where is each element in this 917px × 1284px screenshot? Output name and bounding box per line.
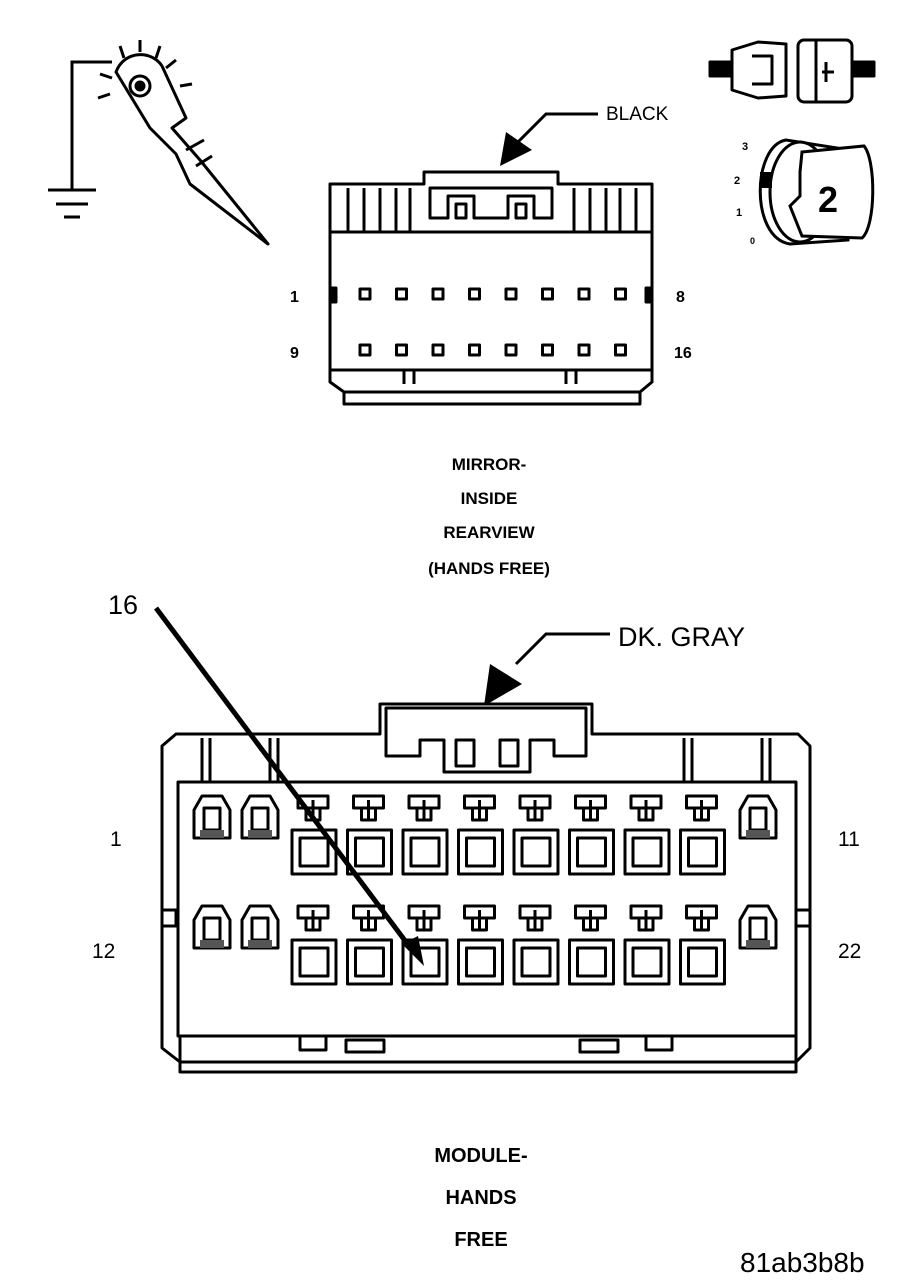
module-pin-terminal (568, 904, 615, 986)
module-title-line-3: FREE (454, 1229, 507, 1251)
module-pin-clip (192, 904, 232, 950)
ground-icon (48, 60, 112, 219)
mirror-pin-label-last-top: 8 (676, 289, 685, 306)
module-connector-color-callout: DK. GRAY (484, 622, 745, 706)
module-pin-callout: 16 (108, 590, 424, 966)
mirror-connector-pin-row-bottom (358, 343, 627, 357)
mirror-connector-title: MIRROR- INSIDE REARVIEW (HANDS FREE) (428, 455, 550, 578)
mirror-pin-cavity (541, 343, 554, 357)
ignition-position-1: 1 (736, 207, 742, 219)
mirror-connector-color-callout: BLACK (500, 104, 669, 166)
mirror-pin-cavity (504, 343, 518, 357)
mirror-pin-cavity (395, 287, 408, 301)
mirror-pin-label-first-top: 1 (290, 289, 299, 306)
figure-id: 81ab3b8b (740, 1247, 865, 1278)
module-pin-label-first-bottom: 12 (92, 940, 115, 963)
module-pin-clip (240, 904, 280, 950)
mirror-connector-color-label: BLACK (606, 104, 669, 125)
module-pin-terminal (512, 904, 560, 986)
mirror-pin-cavity (431, 343, 445, 357)
mirror-pin-cavity (468, 287, 481, 301)
mirror-connector (328, 170, 654, 406)
module-pin-terminal (401, 794, 449, 876)
module-pin-label-last-top: 11 (838, 828, 860, 851)
mirror-pin-cavity (395, 343, 408, 357)
mirror-pin-cavity (468, 343, 481, 357)
ignition-selected-position: 2 (818, 179, 838, 220)
module-pin-terminal (623, 794, 671, 876)
module-pin-clip (738, 904, 778, 950)
module-pin-terminal (346, 794, 393, 876)
mirror-pin-cavity (577, 287, 591, 301)
module-pin-clip (738, 794, 778, 840)
module-pin-terminal (457, 904, 504, 986)
mirror-pin-cavity (577, 343, 591, 357)
module-pin-terminal (568, 794, 615, 876)
mirror-pin-cavity (358, 287, 372, 301)
probe-light-rays (97, 40, 193, 100)
module-connector-color-label: DK. GRAY (618, 622, 745, 652)
module-pin-terminal (679, 794, 726, 876)
module-pin-clip (192, 794, 232, 840)
module-pin-terminal (290, 794, 338, 876)
module-callout-pin-number: 16 (108, 590, 138, 620)
module-pin-terminal (457, 794, 504, 876)
module-connector (160, 702, 812, 1074)
ignition-position-2: 2 (734, 175, 740, 187)
test-probe-icon (114, 53, 270, 246)
mirror-title-line-2: INSIDE (461, 489, 518, 508)
mirror-connector-pin-row-top (358, 287, 627, 301)
module-pin-label-first-top: 1 (110, 828, 122, 851)
module-pin-terminal (623, 904, 671, 986)
mirror-pin-cavity (431, 287, 445, 301)
mirror-pin-cavity (614, 343, 627, 357)
mirror-title-line-1: MIRROR- (452, 455, 527, 474)
ignition-position-3: 3 (742, 141, 748, 153)
module-pin-terminal (290, 904, 338, 986)
module-pin-terminal (346, 904, 393, 986)
mirror-pin-cavity (504, 287, 518, 301)
module-pin-label-last-bottom: 22 (838, 940, 861, 963)
mirror-title-line-3: REARVIEW (443, 523, 535, 542)
module-connector-pin-cavities (192, 794, 778, 986)
mirror-title-line-4: (HANDS FREE) (428, 559, 550, 578)
module-pin-clip (240, 794, 280, 840)
module-title-line-2: HANDS (445, 1187, 516, 1209)
connector-disconnected-icon (708, 38, 876, 104)
module-connector-title: MODULE- HANDS FREE (434, 1145, 527, 1251)
mirror-pin-cavity (614, 287, 627, 301)
module-pin-terminal (679, 904, 726, 986)
ignition-switch-icon: 3 2 1 0 2 (734, 138, 875, 246)
mirror-pin-cavity (541, 287, 554, 301)
module-title-line-1: MODULE- (434, 1145, 527, 1167)
mirror-pin-cavity (358, 343, 372, 357)
mirror-pin-label-first-bottom: 9 (290, 345, 299, 362)
ignition-position-0: 0 (750, 236, 755, 246)
module-pin-terminal (512, 794, 560, 876)
mirror-pin-label-last-bottom: 16 (674, 345, 692, 362)
